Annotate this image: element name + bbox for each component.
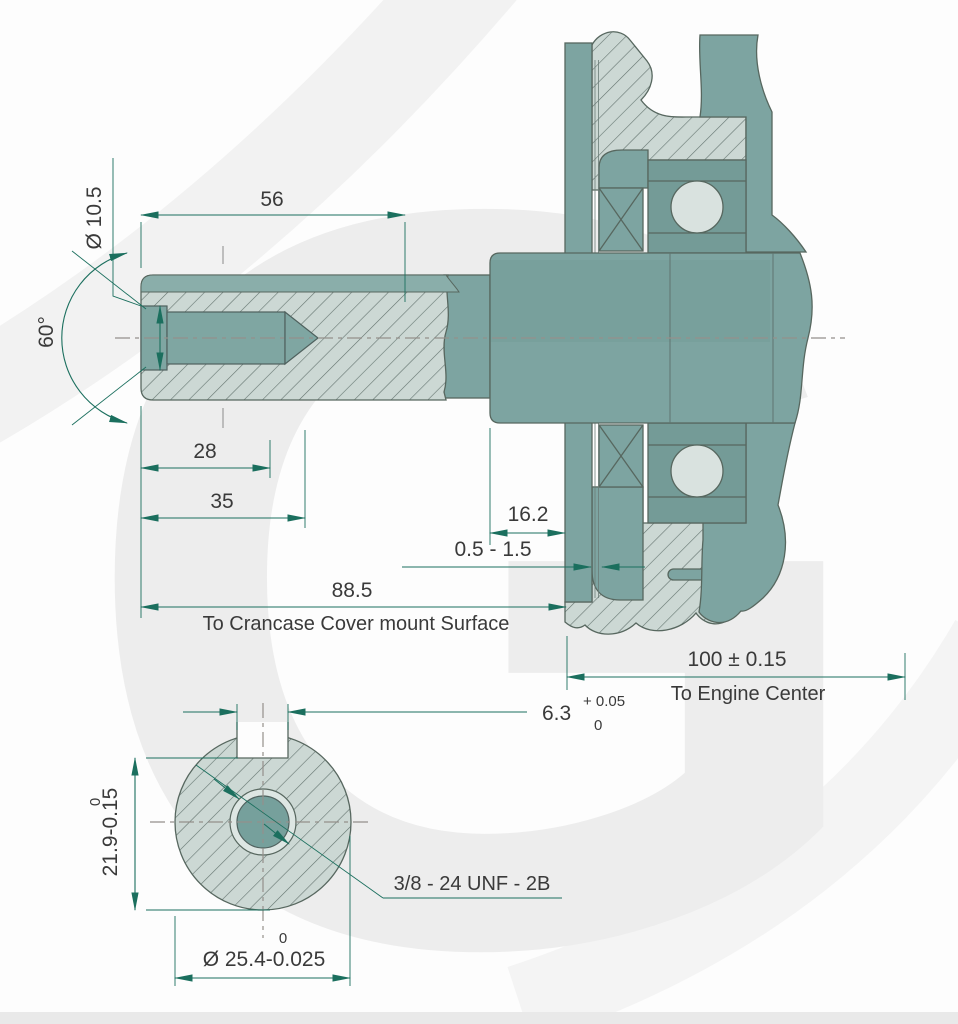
engine-body-top: [698, 34, 808, 253]
bearing-boss-bottom: [591, 486, 644, 601]
dim-label-88-5: 88.5: [332, 579, 373, 602]
side-view-dimensions: 56 Ø 10.5 60° 28 35 16.2 0.5 - 1.5 88.5 …: [35, 158, 907, 705]
dim-label-gap: 0.5 - 1.5: [454, 538, 531, 561]
bearing-boss-top: [598, 149, 649, 189]
shaft-collar: [443, 274, 491, 399]
engine-body-bottom: [698, 422, 796, 624]
shaft-shading: [490, 260, 770, 342]
dim-arc-60: [61, 252, 129, 424]
dim-label-56: 56: [260, 188, 283, 211]
dim-label-height: 21.9-0.15: [99, 788, 122, 877]
engine-crankcase-section: [564, 31, 808, 635]
bearing-ball-bottom: [670, 444, 724, 498]
dim-label-dia-tol-upper: 0: [279, 930, 287, 947]
dim-label-100: 100 ± 0.15: [687, 648, 786, 671]
chamfer-line: [71, 366, 147, 426]
watermark-swoosh-bottom: [507, 619, 958, 1024]
dim-label-keyway-tol-lower: 0: [594, 717, 602, 734]
dim-label-35: 35: [210, 490, 233, 513]
dim-label-dia-10-5: Ø 10.5: [83, 186, 106, 249]
shaft-end-view: 6.3 + 0.05 0 21.9-0.15 0 3/8 - 24 UNF - …: [87, 693, 625, 986]
dim-label-height-tol-upper: 0: [87, 798, 104, 806]
dim-label-height-group: 21.9-0.15 0: [87, 788, 122, 877]
thread-spec-label: 3/8 - 24 UNF - 2B: [394, 873, 551, 895]
note-engine-center: To Engine Center: [671, 683, 826, 705]
dim-label-16-2: 16.2: [508, 503, 549, 526]
shaft-top-surface-band: [140, 274, 460, 293]
shaft-side-view: [115, 246, 845, 428]
seal-section-bottom: [598, 424, 644, 488]
dim-label-60: 60°: [35, 316, 58, 348]
watermark-swoosh-top: [0, 0, 517, 443]
bearing-housing-bottom: [647, 422, 747, 524]
chamfer-line: [71, 250, 147, 310]
page-bottom-strip: [0, 1012, 958, 1024]
dim-label-dia: Ø 25.4-0.025: [203, 948, 326, 971]
bearing-ball-top: [670, 180, 724, 234]
thread-arrow: [263, 823, 290, 845]
note-crankcase-surface: To Crancase Cover mount Surface: [203, 613, 510, 635]
dim-label-keyway-tol-upper: + 0.05: [583, 693, 625, 710]
thread-arrow: [213, 778, 240, 800]
dim-label-28: 28: [193, 440, 216, 463]
dim-label-keyway: 6.3: [542, 702, 571, 725]
seal-section-top: [598, 187, 644, 252]
